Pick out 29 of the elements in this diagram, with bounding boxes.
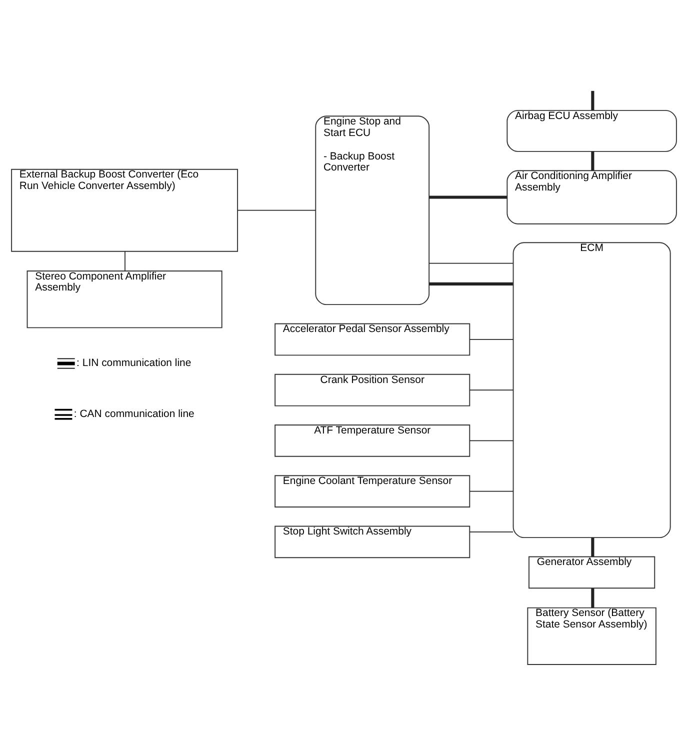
connector — [469, 440, 514, 442]
node-box: Air Conditioning Amplifier Assembly — [506, 170, 677, 224]
node-box: Generator Assembly — [528, 556, 656, 589]
connector — [469, 490, 514, 492]
node-box: Engine Coolant Temperature Sensor — [274, 475, 470, 508]
connector — [428, 262, 514, 264]
legend-label: : LIN communication line — [76, 358, 192, 370]
node-box: Battery Sensor (Battery State Sensor Assembly) — [527, 607, 656, 665]
connector — [591, 152, 594, 171]
legend-label: : CAN communication line — [74, 408, 194, 420]
connector — [591, 90, 594, 110]
connector — [124, 251, 126, 272]
connector — [591, 538, 594, 557]
node-box: ECM — [512, 242, 671, 538]
node-box: Airbag ECU Assembly — [506, 110, 677, 152]
node-box: Stop Light Switch Assembly — [274, 526, 470, 558]
connector — [429, 196, 507, 199]
node-box: Crank Position Sensor — [274, 374, 470, 406]
node-box: Accelerator Pedal Sensor Assembly — [274, 323, 470, 356]
node-box: ATF Temperature Sensor — [274, 424, 470, 457]
connector — [237, 210, 316, 211]
connector — [469, 531, 514, 532]
connector — [591, 588, 594, 608]
connector — [429, 282, 513, 286]
node-box: Stereo Component Amplifier Assembly — [26, 270, 222, 328]
connector — [469, 339, 514, 340]
node-box: External Backup Boost Converter (Eco Run Vehicle Converter Assembly) — [11, 168, 238, 252]
node-box: Engine Stop and Start ECU - Backup Boost Converter — [315, 116, 430, 306]
connector — [469, 390, 514, 391]
